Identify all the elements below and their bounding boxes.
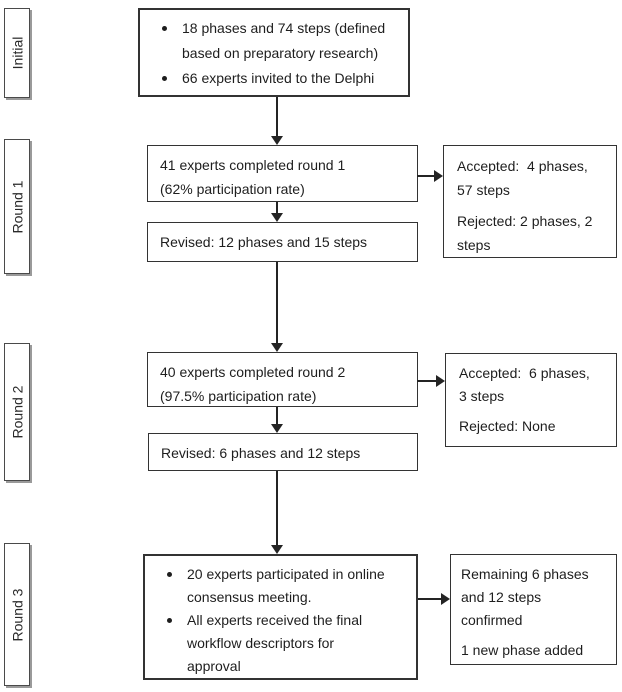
arrow-right-icon: [436, 375, 445, 387]
arrow-round1-to-revised: [271, 202, 283, 222]
stage-label-round1-text: Round 1: [9, 180, 25, 233]
round2-main-line1: 40 experts completed round 2: [160, 364, 346, 380]
initial-bullet2-line1: 66 experts invited to the Delphi: [182, 70, 375, 86]
round1-main-box: 41 experts completed round 1 (62% partic…: [147, 145, 418, 202]
stage-label-round2: Round 2: [4, 343, 30, 481]
initial-bullet1-line1: 18 phases and 74 steps (defined: [182, 20, 386, 36]
round2-rejected: Rejected: None: [459, 418, 556, 434]
list-item: 18 phases and 74 steps (defined based on…: [152, 16, 400, 66]
stage-label-round3-text: Round 3: [9, 588, 25, 641]
bullet-icon: [162, 76, 167, 81]
round1-side-box: Accepted: 4 phases, 57 steps Rejected: 2…: [443, 145, 617, 258]
round1-revised-text: Revised: 12 phases and 15 steps: [160, 234, 368, 250]
arrow-right-icon: [441, 593, 450, 605]
round3-added: 1 new phase added: [461, 642, 584, 658]
arrow-down-icon: [271, 424, 283, 433]
round2-revised-box: Revised: 6 phases and 12 steps: [148, 433, 418, 471]
arrow-right-icon: [434, 170, 443, 182]
arrow-down-icon: [271, 545, 283, 554]
round3-bullet2-line2: workflow descriptors for: [187, 635, 335, 651]
arrow-round3-to-side: [418, 593, 450, 605]
initial-box: 18 phases and 74 steps (defined based on…: [138, 8, 410, 97]
initial-bullet1-line2: based on preparatory research): [182, 45, 379, 61]
arrow-down-icon: [271, 136, 283, 145]
round2-main-line2: (97.5% participation rate): [160, 388, 317, 404]
list-item: 20 experts participated in online consen…: [157, 563, 408, 609]
round3-confirmed: Remaining 6 phases and 12 steps confirme…: [461, 566, 589, 628]
arrow-initial-to-round1: [271, 97, 283, 145]
arrow-round2-to-side: [417, 375, 445, 387]
round3-main-box: 20 experts participated in online consen…: [143, 554, 418, 680]
stage-label-initial: Initial: [4, 8, 30, 98]
arrow-round2-to-round3: [271, 471, 283, 554]
bullet-icon: [167, 572, 172, 577]
round1-rejected: Rejected: 2 phases, 2 steps: [457, 213, 593, 253]
arrow-round1-to-side: [417, 170, 443, 182]
stage-label-round2-text: Round 2: [9, 385, 25, 439]
arrow-down-icon: [271, 213, 283, 222]
stage-label-round3: Round 3: [4, 543, 30, 686]
arrow-round2-to-revised: [271, 407, 283, 433]
round2-revised-text: Revised: 6 phases and 12 steps: [161, 445, 361, 461]
round3-side-box: Remaining 6 phases and 12 steps confirme…: [450, 554, 617, 665]
bullet-icon: [162, 26, 167, 31]
round3-bullet1-line1: 20 experts participated in online: [187, 566, 385, 582]
arrow-round1-to-round2: [271, 262, 283, 352]
round1-main-line1: 41 experts completed round 1: [160, 157, 346, 173]
list-item: 66 experts invited to the Delphi: [152, 66, 400, 91]
round1-accepted: Accepted: 4 phases, 57 steps: [457, 158, 588, 198]
round3-bullet2-line3: approval: [187, 658, 241, 674]
round3-bullet2-line1: All experts received the final: [187, 612, 363, 628]
bullet-icon: [167, 618, 172, 623]
round1-main-line2: (62% participation rate): [160, 181, 305, 197]
round2-main-box: 40 experts completed round 2 (97.5% part…: [147, 352, 418, 407]
round2-accepted: Accepted: 6 phases, 3 steps: [459, 365, 590, 404]
list-item: All experts received the final workflow …: [157, 609, 408, 678]
stage-label-initial-text: Initial: [9, 36, 25, 70]
round1-revised-box: Revised: 12 phases and 15 steps: [147, 222, 418, 262]
stage-label-round1: Round 1: [4, 139, 30, 274]
round2-side-box: Accepted: 6 phases, 3 steps Rejected: No…: [445, 353, 617, 447]
arrow-down-icon: [271, 343, 283, 352]
round3-bullet1-line2: consensus meeting.: [187, 589, 312, 605]
